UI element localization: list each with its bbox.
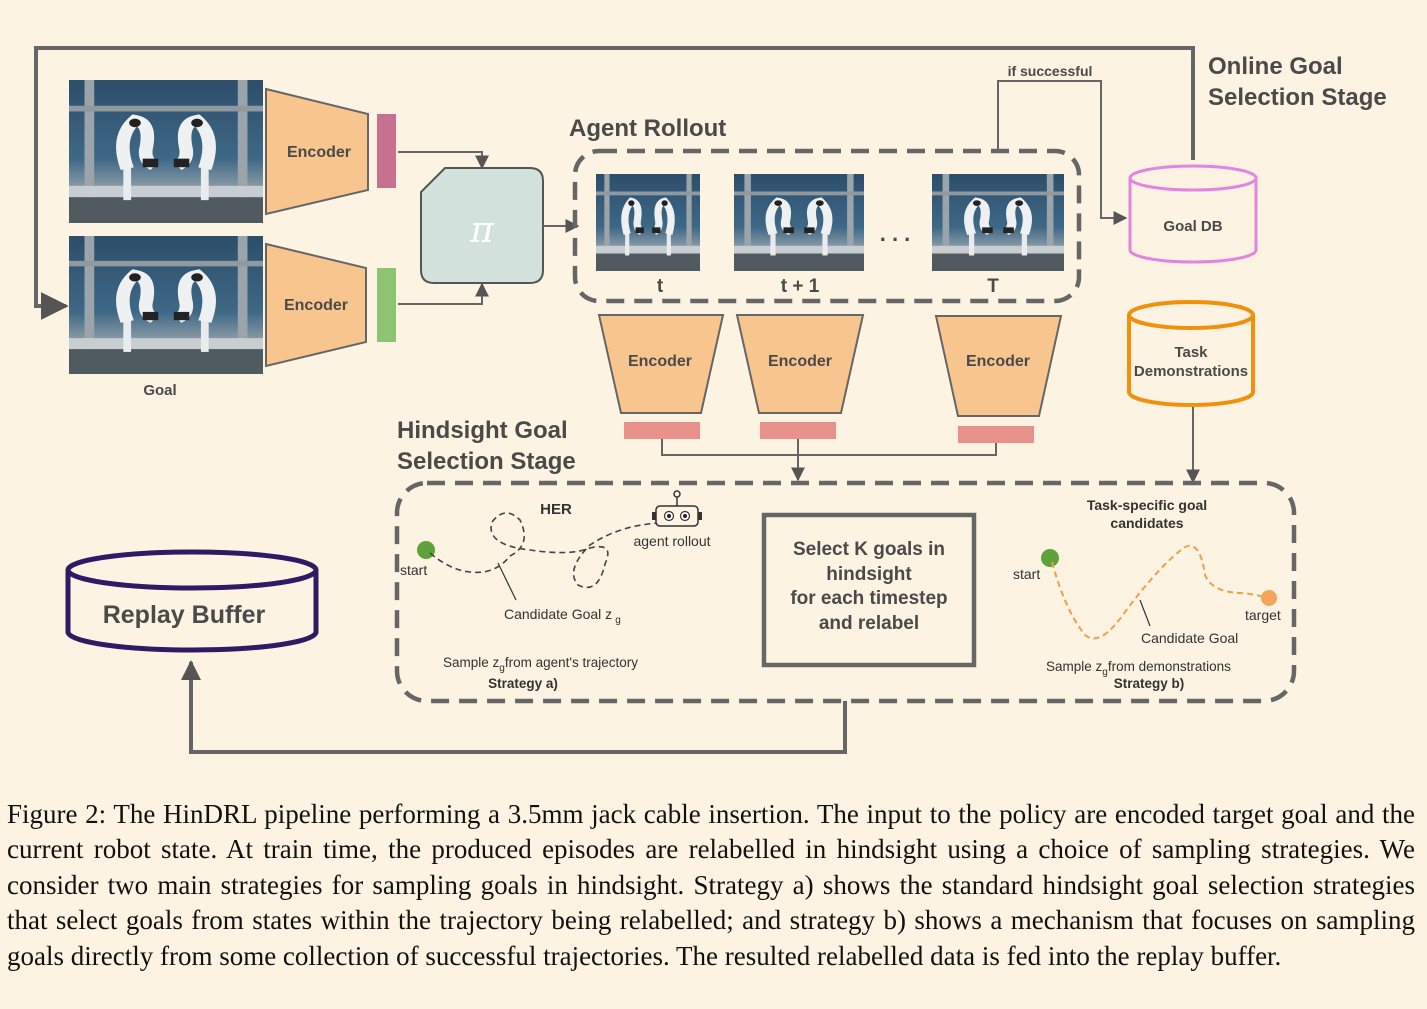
frame-T-image xyxy=(932,174,1064,271)
figure-caption: Figure 2: The HinDRL pipeline performing… xyxy=(7,797,1415,974)
task-specific-line2: candidates xyxy=(1110,515,1183,531)
state-encoder xyxy=(265,242,367,368)
candidate-goal-pointer-a xyxy=(497,562,517,601)
task-demo-line1: Task xyxy=(1174,344,1208,361)
strategy-b: Strategy b) xyxy=(1114,676,1185,691)
sample-a: Sample zgfrom agent's trajectory xyxy=(443,655,638,674)
goal-to-policy-arrow xyxy=(398,151,489,170)
sample-a-suffix: from agent's trajectory xyxy=(505,655,638,670)
policy-box xyxy=(420,167,544,284)
replay-buffer-label: Replay Buffer xyxy=(103,601,266,629)
her-label: HER xyxy=(540,501,572,518)
hindsight-title-line2: Selection Stage xyxy=(397,448,576,475)
online-feedback-arrow xyxy=(34,46,1195,320)
hindsight-title-line1: Hindsight Goal xyxy=(397,417,568,444)
replay-buffer xyxy=(65,549,319,653)
select-goals-box xyxy=(761,512,977,668)
if-successful-label: if successful xyxy=(1008,63,1093,79)
hindsight-to-replay-arrow xyxy=(181,660,847,754)
state-embedding xyxy=(377,268,396,342)
strategy-a: Strategy a) xyxy=(488,676,558,691)
candidate-goal-pointer-b xyxy=(1139,599,1151,627)
encoder-T xyxy=(934,315,1063,417)
timestep-t1: t + 1 xyxy=(781,276,820,297)
hindsight-box xyxy=(394,480,1297,704)
sample-b-suffix: from demonstrations xyxy=(1108,659,1231,674)
caption-label: Figure 2: xyxy=(7,799,107,829)
sample-b-prefix: Sample z xyxy=(1046,659,1103,674)
candidate-goal-a-text: Candidate Goal z xyxy=(504,606,612,622)
select-line1: Select K goals in xyxy=(793,539,945,560)
start-label-b: start xyxy=(1013,566,1040,582)
embedding-t xyxy=(624,422,700,439)
sample-a-prefix: Sample z xyxy=(443,655,500,670)
start-dot-b xyxy=(1041,549,1059,567)
task-demonstrations-db xyxy=(1127,300,1255,407)
embedding-T xyxy=(958,426,1034,443)
sample-b-sub: g xyxy=(1102,667,1108,678)
task-specific-line1: Task-specific goal xyxy=(1087,497,1207,513)
goal-image xyxy=(69,80,263,223)
target-label: target xyxy=(1245,607,1281,623)
current-state-image xyxy=(69,236,263,374)
state-to-policy-arrow xyxy=(398,282,489,305)
candidate-goal-a-sub: g xyxy=(615,615,621,626)
frame-t1-image xyxy=(734,174,864,271)
select-line4: and relabel xyxy=(819,613,919,634)
timestep-t: t xyxy=(657,276,664,297)
target-dot xyxy=(1261,590,1277,606)
her-trajectory xyxy=(429,512,661,589)
task-demo-line2: Demonstrations xyxy=(1134,363,1248,380)
agent-rollout-box xyxy=(572,148,1082,304)
encoder-t xyxy=(597,314,725,414)
embedding-t1 xyxy=(760,422,836,439)
state-encoder-label: Encoder xyxy=(284,297,348,314)
goal-db-label: Goal DB xyxy=(1163,218,1222,235)
ellipsis: . . . xyxy=(880,221,911,246)
encoder-t1 xyxy=(735,314,865,414)
online-stage-line1: Online Goal xyxy=(1208,53,1343,80)
select-line2: hindsight xyxy=(826,564,912,585)
goal-embedding xyxy=(377,114,396,188)
sample-b: Sample zgfrom demonstrations xyxy=(1046,659,1231,678)
encoder-t1-label: Encoder xyxy=(768,353,832,370)
sample-a-sub: g xyxy=(499,663,505,674)
pipeline-diagram: Goal Encoder Encoder π Agent Rollout . .… xyxy=(34,46,1387,754)
encoder-t-label: Encoder xyxy=(628,353,692,370)
goal-encoder-label: Encoder xyxy=(287,144,351,161)
demo-trajectory xyxy=(1051,544,1267,640)
agent-rollout-title: Agent Rollout xyxy=(569,115,726,142)
candidate-goal-b: Candidate Goal xyxy=(1141,630,1238,646)
agent-rollout-label: agent rollout xyxy=(633,533,710,549)
encoder-T-label: Encoder xyxy=(966,353,1030,370)
robot-icon xyxy=(652,490,702,527)
frame-t-image xyxy=(596,174,700,271)
online-stage-line2: Selection Stage xyxy=(1208,84,1387,111)
caption-text: The HinDRL pipeline performing a 3.5mm j… xyxy=(7,799,1415,971)
timestep-T: T xyxy=(987,276,999,297)
goal-db xyxy=(1128,164,1258,264)
if-successful-arrow xyxy=(997,80,1128,225)
start-dot-a xyxy=(417,541,435,559)
goal-encoder xyxy=(265,87,369,216)
goal-label: Goal xyxy=(143,382,176,399)
start-label-a: start xyxy=(400,562,427,578)
select-line3: for each timestep xyxy=(790,588,947,609)
embeddings-merge-line xyxy=(661,439,997,456)
policy-symbol: π xyxy=(469,210,495,251)
